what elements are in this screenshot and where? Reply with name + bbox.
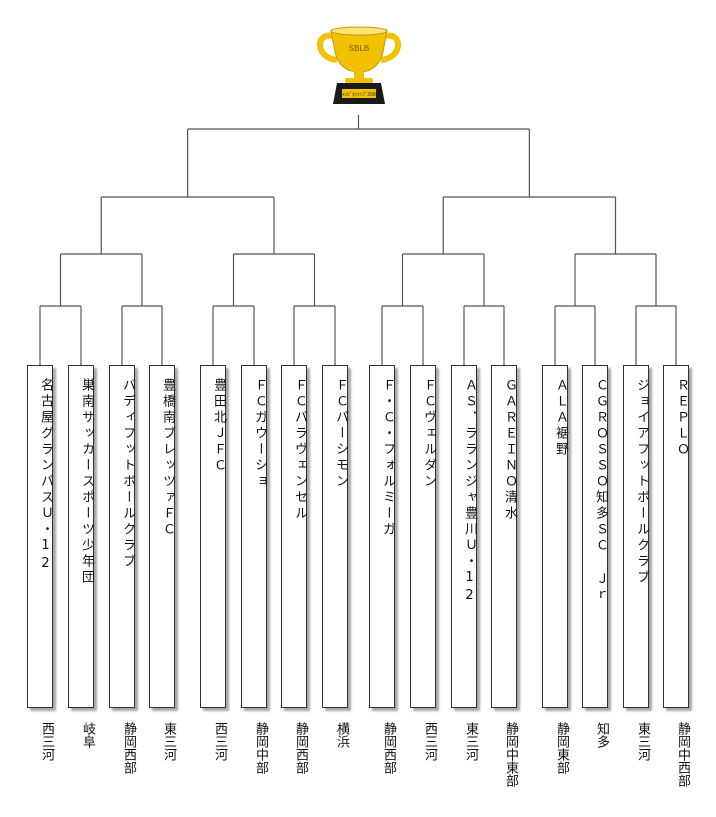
team-name: 巣南サッカースポーツ少年団 [79,378,94,586]
team-region: 静岡西部 [381,722,396,774]
team-box: ＦＣヴェルダン [410,365,436,708]
team-box: ジョイアフットボールクラブ [623,365,649,708]
team-name: ＣＧＲＯＳＳＯ知多ＳＣ Ｊｒ [593,378,608,604]
team-name: ＲＥＰＬＯ [674,378,689,458]
team-region: 静岡西部 [121,722,136,774]
team-name: バディフットボールクラブ [120,378,135,570]
team-name: ＡＳ．ラランジャ豊川Ｕ・12 [462,378,477,606]
team-name: ＦＣヴェルダン [421,378,436,490]
team-region: 知多 [594,722,609,748]
team-region: 静岡中西部 [675,722,690,787]
trophy-icon: SBLB ﾁｬﾝﾋﾟｵﾝｼｯﾌﾟ2008 [313,24,405,110]
team-region: 東三河 [161,722,176,761]
team-name: Ｆ・Ｃ・フォルミーガ [380,378,395,538]
team-region: 西三河 [422,722,437,761]
team-box: ＦＣパラヴェンセル [281,365,307,708]
team-box: 豊橋南ブレッツァＦＣ [149,365,175,708]
team-name: ＦＣガウーショ [252,378,267,490]
team-region: 西三河 [39,722,54,761]
cup-text: SBLB [349,44,369,53]
team-region: 静岡中東部 [503,722,518,787]
team-box: Ｆ・Ｃ・フォルミーガ [369,365,395,708]
team-box: ＡＳ．ラランジャ豊川Ｕ・12 [451,365,477,708]
team-box: ＦＣパーシモン [322,365,348,708]
team-name: 豊橋南ブレッツァＦＣ [160,378,175,538]
team-name: ジョイアフットボールクラブ [634,378,649,586]
team-box: ＦＣガウーショ [241,365,267,708]
team-name: ＧＡＲＥＩＮＯ清水 [502,378,517,522]
team-region: 西三河 [212,722,227,761]
team-region: 東三河 [635,722,650,761]
team-box: 名古屋グランパスＵ・12 [27,365,53,708]
team-region: 静岡西部 [293,722,308,774]
plate-text: ﾁｬﾝﾋﾟｵﾝｼｯﾌﾟ2008 [340,91,379,98]
team-box: バディフットボールクラブ [109,365,135,708]
team-box: ＲＥＰＬＯ [663,365,689,708]
team-box: 豊田北ＪＦＣ [200,365,226,708]
team-region: 東三河 [463,722,478,761]
team-name: 名古屋グランパスＵ・12 [38,378,53,574]
team-box: ＧＡＲＥＩＮＯ清水 [491,365,517,708]
team-region: 横浜 [334,722,349,748]
team-box: ＡＬＡ裾野 [542,365,568,708]
team-name: 豊田北ＪＦＣ [211,378,226,474]
team-name: ＦＣパーシモン [333,378,348,490]
team-region: 静岡東部 [554,722,569,774]
team-box: 巣南サッカースポーツ少年団 [68,365,94,708]
team-region: 静岡中部 [253,722,268,774]
team-region: 岐阜 [80,722,95,748]
team-name: ＦＣパラヴェンセル [292,378,307,522]
team-box: ＣＧＲＯＳＳＯ知多ＳＣ Ｊｒ [582,365,608,708]
team-name: ＡＬＡ裾野 [553,378,568,458]
